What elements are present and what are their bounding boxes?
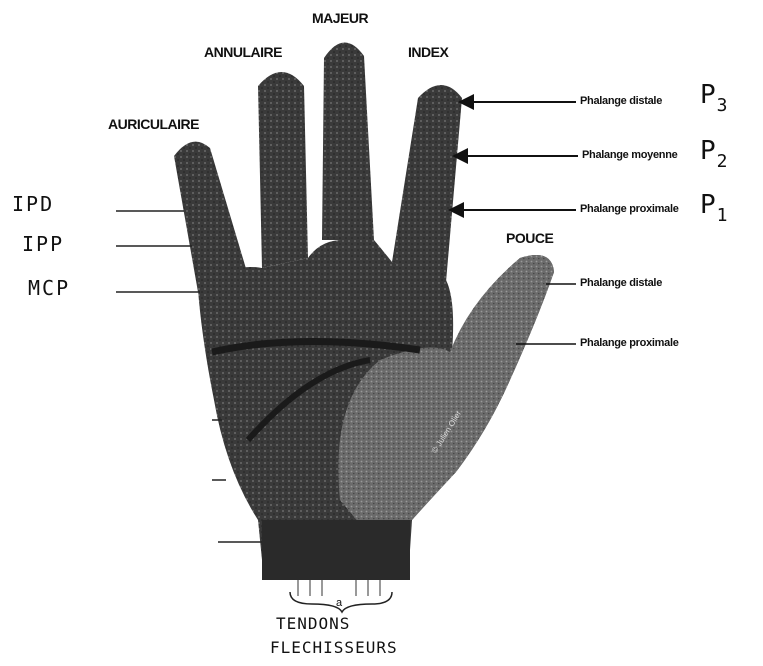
p2-letter: P	[700, 136, 716, 166]
label-p3: P3	[700, 80, 728, 116]
finger-annulaire-shape	[258, 72, 308, 268]
p3-number: 3	[717, 95, 728, 116]
p2-number: 2	[717, 151, 728, 172]
label-majeur: MAJEUR	[312, 10, 368, 26]
label-tendons-line1: TENDONS	[276, 614, 350, 633]
finger-majeur-shape	[322, 42, 374, 240]
label-p2: P2	[700, 136, 728, 172]
p1-letter: P	[700, 190, 716, 220]
finger-index-shape	[392, 85, 462, 282]
label-tendon-letter: a	[336, 597, 342, 609]
label-mcp: MCP	[28, 276, 70, 300]
wrist-shape	[262, 520, 410, 580]
label-ipp: IPP	[22, 232, 64, 256]
label-tendons-line2: FLECHISSEURS	[270, 638, 398, 657]
label-index-distale: Phalange distale	[580, 95, 662, 107]
label-ipd: IPD	[12, 192, 54, 216]
label-pouce-distale: Phalange distale	[580, 277, 662, 289]
label-index: INDEX	[408, 44, 448, 60]
p1-number: 1	[717, 205, 728, 226]
label-auriculaire: AURICULAIRE	[108, 116, 199, 132]
label-index-moyenne: Phalange moyenne	[582, 149, 677, 161]
label-annulaire: ANNULAIRE	[204, 44, 282, 60]
label-pouce-proximale: Phalange proximale	[580, 337, 679, 349]
label-p1: P1	[700, 190, 728, 226]
label-pouce: POUCE	[506, 230, 553, 246]
p3-letter: P	[700, 80, 716, 110]
label-index-proximale: Phalange proximale	[580, 203, 679, 215]
